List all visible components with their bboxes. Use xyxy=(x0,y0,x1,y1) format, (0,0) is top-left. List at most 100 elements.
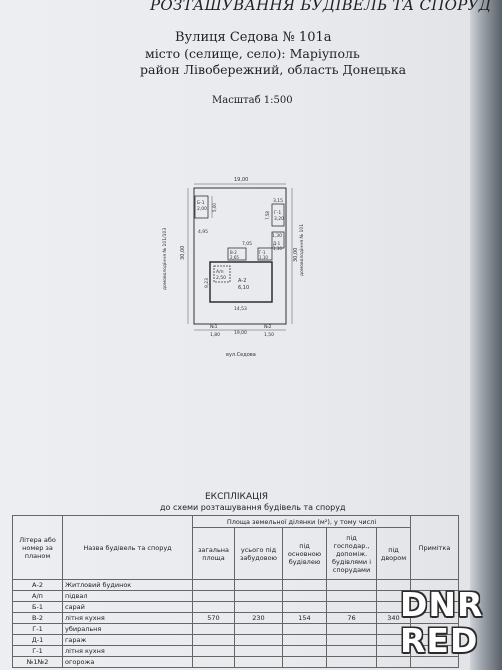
cell-built xyxy=(234,634,283,646)
col-built: усього під забудовою xyxy=(234,527,283,580)
cell-total: 570 xyxy=(192,612,235,624)
cell-main xyxy=(282,590,327,602)
cell-aux xyxy=(326,645,377,657)
cell-letter: В-2 xyxy=(12,612,63,624)
bottom-dimension: 19,00 xyxy=(234,330,247,336)
region-line: район Лівобережний, область Донецька xyxy=(140,62,407,77)
cell-main xyxy=(282,579,327,591)
site-plan: 19,00 30,00 домоволодіння № 101/103 30,0… xyxy=(162,177,305,358)
b1-area: 2,00 xyxy=(197,206,207,212)
g1-side: 3,15 xyxy=(273,198,283,204)
a2-letter: А-2 xyxy=(238,278,246,284)
n1-value: 1,80 xyxy=(210,332,220,338)
an-letter: А/п xyxy=(216,269,224,275)
cell-built xyxy=(234,590,283,602)
cell-total xyxy=(192,656,235,668)
dim-705: 7,05 xyxy=(242,241,252,247)
cell-name: огорожа xyxy=(62,656,193,668)
v2-area: 2,65 xyxy=(230,255,239,260)
explication-table: Літера або номер за планом Назва будівел… xyxy=(12,515,459,668)
cell-aux xyxy=(326,623,377,635)
explication-title: ЕКСПЛІКАЦІЯ xyxy=(205,492,268,502)
cell-total xyxy=(192,601,235,613)
cell-letter: Г-1 xyxy=(12,623,63,635)
g1b-letter: Г-1 xyxy=(259,250,266,255)
cell-name: убиральня xyxy=(62,623,193,635)
col-letter: Літера або номер за планом xyxy=(12,515,63,580)
cell-built xyxy=(234,601,283,613)
col-note: Примітка xyxy=(410,515,459,580)
lot-boundary xyxy=(193,187,287,325)
col-aux: під господар., допоміж. будівлями і спор… xyxy=(326,527,377,580)
cell-main: 154 xyxy=(282,612,327,624)
cell-letter: А/п xyxy=(12,590,63,602)
cell-letter: Д-1 xyxy=(12,634,63,646)
cell-total xyxy=(192,590,235,602)
g1-area: 3,20 xyxy=(274,216,284,222)
page-edge-shadow xyxy=(470,0,502,670)
n1-label: №1 xyxy=(210,324,218,330)
cell-aux xyxy=(326,656,377,668)
cell-main xyxy=(282,645,327,657)
d1-area: 1,10 xyxy=(273,246,282,251)
cell-built xyxy=(234,645,283,657)
n2-label: №2 xyxy=(264,324,272,330)
cell-built: 230 xyxy=(234,612,283,624)
cell-built xyxy=(234,656,283,668)
cell-letter: Г-1 xyxy=(12,645,63,657)
cell-name: літня кухня xyxy=(62,612,193,624)
col-area-group: Площа земельної ділянки (м²), у тому чис… xyxy=(192,515,411,528)
top-dimension: 19,00 xyxy=(234,177,248,183)
d1-letter: Д-1 xyxy=(273,241,281,246)
cell-name: підвал xyxy=(62,590,193,602)
building-g1b xyxy=(257,247,273,261)
watermark-line2: RED xyxy=(400,621,479,660)
cell-total xyxy=(192,623,235,635)
cell-name: гараж xyxy=(62,634,193,646)
cell-main xyxy=(282,623,327,635)
cell-total xyxy=(192,579,235,591)
cell-name: сарай xyxy=(62,601,193,613)
cell-letter: А-2 xyxy=(12,579,63,591)
cell-main xyxy=(282,634,327,646)
g1b-area: 1,10 xyxy=(259,255,268,260)
n2-value: 1,50 xyxy=(264,332,274,338)
building-b1 xyxy=(194,195,209,219)
cell-name: Житловий будинок xyxy=(62,579,193,591)
building-a2 xyxy=(209,261,273,303)
col-yard: під двором xyxy=(376,527,411,580)
left-dimension: 30,00 xyxy=(180,246,186,260)
document-title: РОЗТАШУВАННЯ БУДІВЕЛЬ ТА СПОРУД xyxy=(150,0,492,14)
inner-height: 9,23 xyxy=(204,278,210,288)
cell-note xyxy=(410,656,459,668)
cell-aux xyxy=(326,601,377,613)
cell-total xyxy=(192,645,235,657)
col-total: загальна площа xyxy=(192,527,235,580)
right-neighbor-label: домоволодіння № 101 xyxy=(299,224,305,276)
cell-name: літня кухня xyxy=(62,645,193,657)
street-address: Вулиця Седова № 101а xyxy=(175,30,332,45)
street-label: вул.Седова xyxy=(226,352,256,358)
b1-side: 5,00 xyxy=(212,203,217,212)
cell-aux: 76 xyxy=(326,612,377,624)
left-neighbor-label: домоволодіння № 101/103 xyxy=(162,228,168,290)
cell-main xyxy=(282,601,327,613)
cell-total xyxy=(192,634,235,646)
g1-letter: Г-1 xyxy=(274,210,281,216)
v2-letter: В-2 xyxy=(230,250,237,255)
cell-built xyxy=(234,623,283,635)
b1-letter: Б-1 xyxy=(197,200,205,206)
city-line: місто (селище, село): Маріуполь xyxy=(145,46,360,61)
cell-letter: Б-1 xyxy=(12,601,63,613)
building-v2 xyxy=(227,247,247,261)
explication-subtitle: до схеми розташування будівель та споруд xyxy=(160,503,346,512)
